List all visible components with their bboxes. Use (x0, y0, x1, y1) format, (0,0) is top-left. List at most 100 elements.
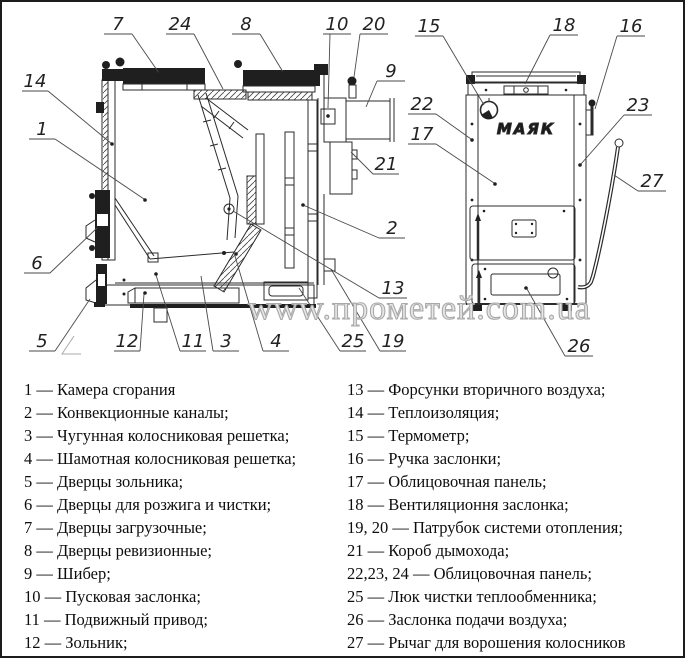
callout-number-7: 7 (112, 14, 124, 35)
callout-dot-7 (157, 72, 161, 76)
callout-number-19: 19 (382, 331, 405, 352)
boiler-drawing: МАЯК (22, 14, 666, 357)
ash-drawer (127, 287, 240, 304)
smoke-outlet-assembly (320, 75, 395, 143)
damper-handle (585, 99, 596, 136)
ash-pan-door (85, 264, 107, 307)
callout-leader-2 (302, 204, 380, 239)
callout-number-25: 25 (342, 331, 365, 352)
callout-number-2: 2 (386, 218, 397, 239)
callout-dot-23 (578, 163, 582, 167)
callout-leader-19 (330, 268, 381, 352)
callout-leader-7 (131, 33, 160, 74)
callout-number-13: 13 (382, 278, 405, 299)
corner-mark (61, 335, 81, 355)
legend-item: 15 — Термометр; (347, 426, 470, 445)
grate-assembly (115, 133, 314, 293)
convection-channels (284, 99, 318, 299)
callout-number-18: 18 (553, 15, 576, 36)
callout-dot-26 (524, 286, 528, 290)
callout-leader-23 (580, 114, 625, 165)
callout-number-1: 1 (36, 119, 47, 140)
legend-item: 22,23, 24 — Облицовочная панель; (347, 564, 592, 583)
callout-dot-12 (143, 291, 147, 295)
callout-leader-1 (54, 138, 145, 200)
callout-dot-11 (154, 272, 158, 276)
front-view: МАЯК (465, 71, 624, 311)
callout-leader-14 (47, 90, 113, 145)
legend-item: 12 — Зольник; (24, 633, 128, 652)
callout-number-26: 26 (568, 336, 591, 357)
callout-number-4: 4 (270, 331, 281, 352)
callout-leader-10 (327, 33, 331, 109)
callout-number-27: 27 (641, 171, 664, 192)
revision-door (234, 60, 328, 101)
callout-leader-26 (526, 288, 566, 357)
legend-item: 10 — Пусковая заслонка; (24, 587, 201, 606)
legend-item: 14 — Теплоизоляция; (347, 403, 500, 422)
air-supply-door (471, 263, 576, 305)
callout-leader-8 (259, 33, 284, 73)
movable-drive (114, 197, 235, 263)
callout-leader-3 (200, 275, 214, 352)
legend-column-right: 13 — Форсунки вторичного воздуха;14 — Те… (347, 378, 682, 654)
callout-leader-25 (298, 287, 341, 352)
callout-leader-16 (594, 35, 618, 110)
callout-leader-15 (442, 35, 485, 106)
legend-item: 27 — Рычаг для ворошения колосников (347, 633, 626, 652)
callout-leader-20 (353, 33, 361, 78)
callout-number-12: 12 (116, 331, 139, 352)
callout-leader-12 (139, 293, 145, 352)
callout-leader-9 (365, 80, 378, 108)
callout-leader-6 (49, 227, 98, 274)
top-pipe-stub (347, 76, 357, 99)
callout-dot-4 (234, 252, 238, 256)
legend-item: 8 — Дверцы ревизионные; (24, 541, 213, 560)
loading-door (102, 57, 206, 91)
legend-item: 1 — Камера сгорания (24, 380, 176, 399)
secondary-air-nozzle (223, 203, 235, 215)
callout-leader-17 (435, 143, 495, 184)
callout-dot-17 (493, 182, 497, 186)
legend-item: 17 — Облицовочная панель; (347, 472, 547, 491)
lintel-panel (193, 89, 247, 100)
callout-dot-22 (470, 138, 474, 142)
legend-item: 6 — Дверцы для розжига и чистки; (24, 495, 272, 514)
callout-number-3: 3 (220, 331, 231, 352)
callout-leader-22 (435, 113, 472, 140)
ventilation-damper (467, 82, 585, 96)
middle-door (469, 205, 576, 261)
callout-leader-27 (613, 174, 639, 192)
legend-item: 9 — Шибер; (24, 564, 111, 583)
legend-item: 21 — Короб дымохода; (347, 541, 510, 560)
thermometer-dial (479, 98, 499, 120)
callout-number-21: 21 (375, 154, 398, 175)
legend-item: 3 — Чугунная колосниковая решетка; (24, 426, 290, 445)
callout-number-8: 8 (240, 14, 251, 35)
callout-leader-11 (155, 274, 181, 352)
callout-leader-21 (350, 151, 374, 175)
legend-item: 26 — Заслонка подачи воздуха; (347, 610, 568, 629)
callout-leader-4 (234, 255, 264, 352)
callout-dot-1 (143, 198, 147, 202)
callout-dot-14 (110, 142, 114, 146)
callout-number-22: 22 (411, 94, 434, 115)
front-base (466, 303, 586, 311)
callout-dot-2 (301, 203, 305, 207)
callout-number-6: 6 (31, 253, 42, 274)
callout-number-24: 24 (169, 14, 192, 35)
legend-item: 16 — Ручка заслонки; (347, 449, 502, 468)
callout-number-11: 11 (182, 331, 205, 352)
callout-number-15: 15 (418, 16, 441, 37)
legend-item: 19, 20 — Патрубок системи отопления; (347, 518, 623, 537)
legend-item: 25 — Люк чистки теплообменника; (347, 587, 597, 606)
callout-number-10: 10 (326, 14, 349, 35)
callout-leader-24 (193, 33, 224, 90)
raking-lever (577, 138, 624, 290)
ignition-door (85, 190, 110, 258)
callout-number-14: 14 (24, 71, 47, 92)
legend-item: 11 — Подвижный привод; (24, 610, 208, 629)
